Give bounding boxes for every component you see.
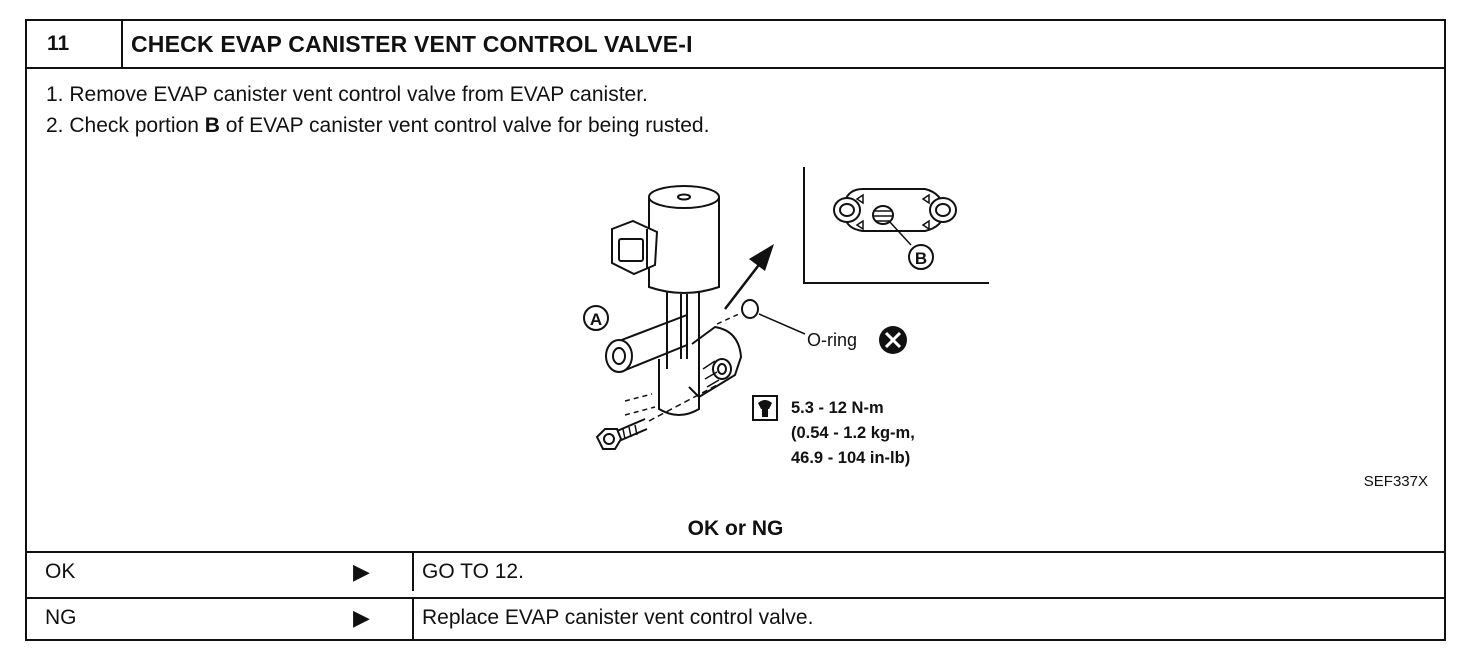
instruction-2-prefix: 2. Check portion — [46, 114, 205, 137]
torque-line-3: 46.9 - 104 in-lb) — [791, 449, 910, 467]
instruction-2-bold: B — [204, 114, 220, 137]
valve-stem — [666, 291, 700, 369]
result-action: Replace EVAP canister vent control valve… — [422, 606, 814, 629]
step-header: 11 CHECK EVAP CANISTER VENT CONTROL VALV… — [27, 21, 1444, 69]
coil-top — [648, 185, 720, 209]
procedure-frame: 11 CHECK EVAP CANISTER VENT CONTROL VALV… — [25, 19, 1446, 641]
instructions: 1. Remove EVAP canister vent control val… — [46, 79, 709, 141]
arrow-icon: ▶ — [353, 605, 370, 630]
torque-line-1: 5.3 - 12 N-m — [791, 399, 884, 417]
result-label: NG — [45, 606, 77, 629]
torque-line-2: (0.54 - 1.2 kg-m, — [791, 424, 915, 442]
step-title: CHECK EVAP CANISTER VENT CONTROL VALVE-I — [131, 31, 693, 57]
decision-row-ng: NG ▶ Replace EVAP canister vent control … — [27, 597, 1444, 639]
valve-lower — [658, 359, 700, 416]
row-divider — [412, 599, 414, 639]
callout-b-circle — [908, 244, 934, 270]
bolt-shank — [616, 418, 648, 442]
instruction-2: 2. Check portion B of EVAP canister vent… — [46, 110, 709, 141]
coil-hole — [677, 193, 691, 201]
label-b: B — [915, 249, 927, 268]
valve-figure: A B O-ring 5.3 - 12 N-m (0.54 - 1.2 kg-m… — [583, 167, 989, 467]
row-divider — [412, 553, 414, 591]
instruction-2-suffix: of EVAP canister vent control valve for … — [219, 114, 710, 137]
instruction-1: 1. Remove EVAP canister vent control val… — [46, 83, 648, 106]
result-label: OK — [45, 560, 76, 583]
figure-reference: SEF337X — [1363, 473, 1428, 490]
decision-row-ok: OK ▶ GO TO 12. — [27, 551, 1444, 591]
do-not-reuse-symbol — [879, 326, 907, 354]
o-ring — [741, 299, 759, 319]
arrow-icon: ▶ — [353, 559, 370, 584]
torque-icon — [752, 395, 778, 421]
flange — [688, 325, 743, 399]
side-tube — [618, 314, 688, 372]
bolt-head — [595, 428, 623, 450]
decision-heading: OK or NG — [687, 517, 784, 540]
view-arrowhead — [749, 244, 774, 271]
coil-body — [648, 197, 720, 294]
inset-frame — [803, 167, 989, 284]
result-action: GO TO 12. — [422, 560, 524, 583]
callout-a-circle — [583, 305, 609, 331]
label-a: A — [590, 310, 602, 329]
oring-label: O-ring — [807, 330, 857, 350]
step-number: 11 — [27, 21, 123, 67]
